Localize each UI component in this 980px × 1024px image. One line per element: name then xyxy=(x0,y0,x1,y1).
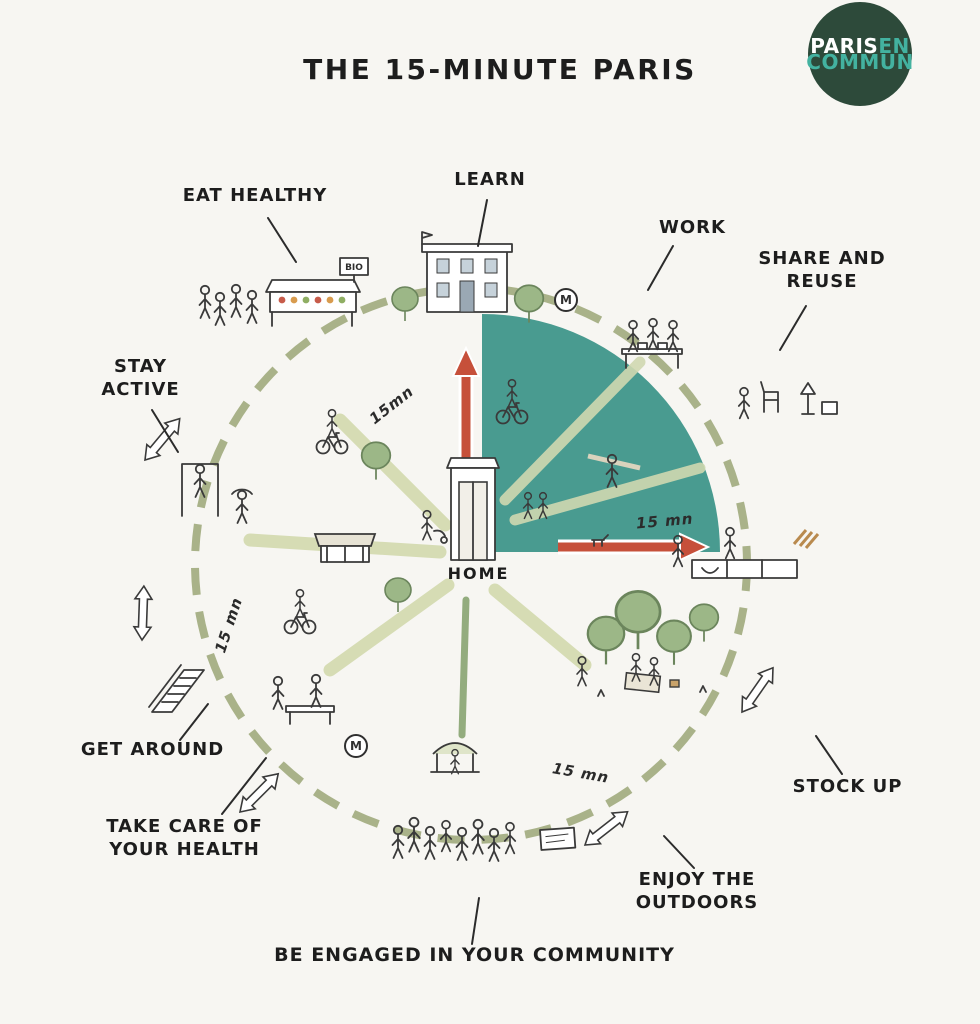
logo-line1: PARISEN xyxy=(810,33,910,58)
worker-illustration xyxy=(587,453,641,488)
label-stay-line1: STAY xyxy=(113,356,168,377)
east-arrow xyxy=(558,532,711,562)
cyclists-illustration xyxy=(283,408,412,635)
label-outdoors-line2: OUTDOORS xyxy=(635,892,759,914)
stay-active-illustration xyxy=(181,463,253,524)
label-take-care-of-your-health: TAKE CARE OF YOUR HEALTH xyxy=(92,815,277,862)
label-health-line2: YOUR HEALTH xyxy=(109,839,260,861)
label-stay-active: STAY ACTIVE xyxy=(88,355,193,402)
stock-up-illustration xyxy=(671,526,820,579)
share-reuse-illustration xyxy=(737,381,838,420)
escalator-illustration xyxy=(148,664,205,713)
metro-badge-south: M xyxy=(344,734,368,758)
sector-path xyxy=(509,462,706,526)
label-stock-up: STOCK UP xyxy=(792,776,903,797)
paris-en-commun-logo: PARISEN COMMUN xyxy=(806,2,914,106)
home-illustration xyxy=(446,457,500,561)
label-eat-healthy: EAT HEALTHY xyxy=(182,185,328,206)
label-community: BE ENGAGED IN YOUR COMMUNITY xyxy=(274,944,675,966)
metro-badge-north: M xyxy=(554,288,578,312)
svg-text:M: M xyxy=(560,293,572,307)
logo-paris: PARIS xyxy=(810,33,879,58)
sector-path xyxy=(499,356,646,506)
stroller-illustration xyxy=(421,509,448,544)
label-home: HOME xyxy=(447,564,510,583)
label-share-and-reuse: SHARE AND REUSE xyxy=(752,247,892,294)
community-illustration xyxy=(391,742,577,862)
svg-text:M: M xyxy=(350,739,362,753)
page-title: THE 15-MINUTE PARIS xyxy=(303,53,697,86)
label-health-line1: TAKE CARE OF xyxy=(106,816,263,837)
label-learn: LEARN xyxy=(454,169,526,190)
doctor-illustration xyxy=(271,673,335,725)
label-work: WORK xyxy=(659,217,726,238)
label-share-line1: SHARE AND xyxy=(758,248,886,269)
work-illustration xyxy=(621,317,683,369)
label-enjoy-the-outdoors: ENJOY THE OUTDOORS xyxy=(622,868,772,915)
kiosk-illustration xyxy=(313,533,377,563)
school-illustration xyxy=(391,231,545,324)
market-illustration: BIO xyxy=(198,257,369,327)
park-illustration xyxy=(576,590,720,697)
bio-sign: BIO xyxy=(345,263,363,273)
label-outdoors-line1: ENJOY THE xyxy=(638,869,756,890)
label-stay-line2: ACTIVE xyxy=(101,379,180,401)
label-get-around: GET AROUND xyxy=(80,739,225,760)
pointer-lines xyxy=(151,199,843,945)
kids-illustration xyxy=(522,491,609,547)
logo-en: EN xyxy=(878,33,910,58)
label-share-line2: REUSE xyxy=(786,271,858,293)
logo-commun: COMMUN xyxy=(806,49,914,74)
